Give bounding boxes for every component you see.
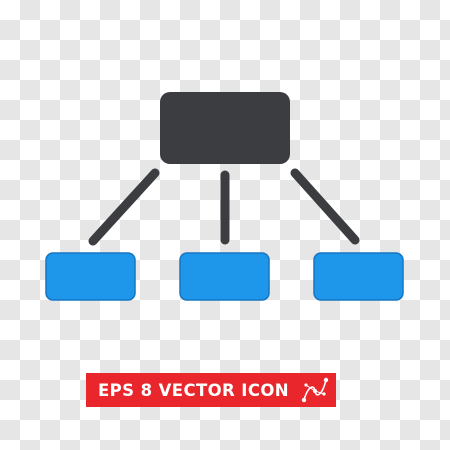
eps-vector-banner: EPS 8 VECTOR ICON	[86, 373, 336, 407]
child-node-right	[313, 252, 404, 301]
root-node	[160, 92, 290, 164]
child-node-left	[45, 252, 136, 301]
connector-right	[290, 168, 360, 245]
child-node-center	[179, 252, 270, 301]
banner-label: EPS 8 VECTOR ICON	[98, 380, 289, 400]
connector-left	[88, 168, 160, 246]
bezier-curve-icon	[301, 377, 329, 403]
